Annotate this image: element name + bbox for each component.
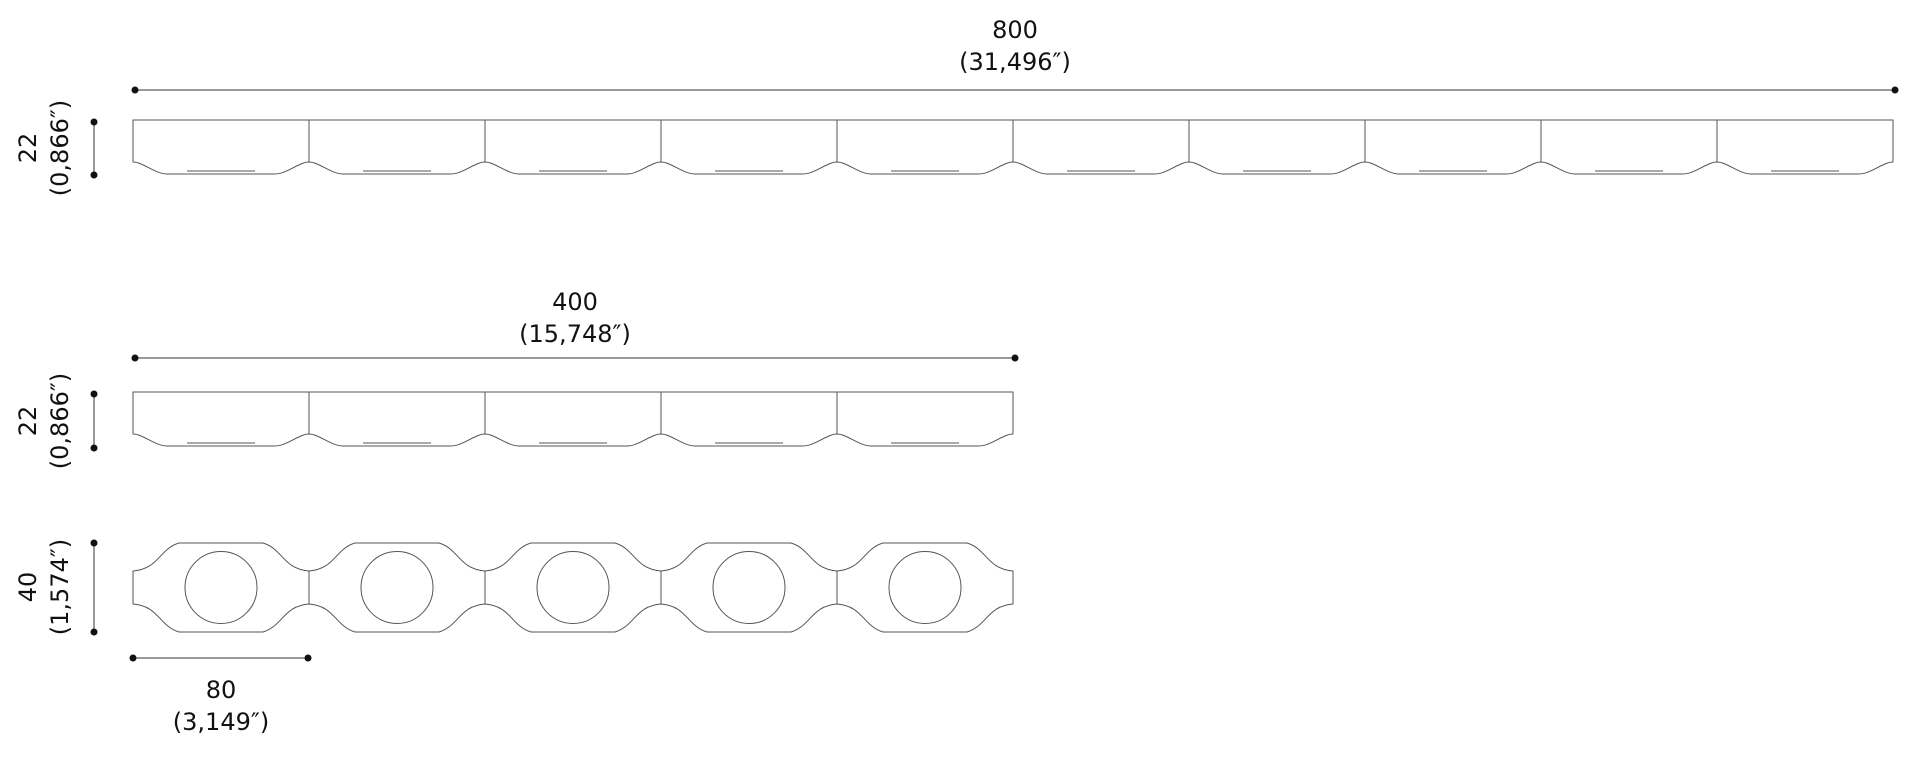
- dimension-end-dot: [304, 654, 312, 662]
- bottle-hole-circle: [360, 551, 434, 624]
- height-dimension-22-middle: 22 (0,866″): [14, 373, 98, 469]
- elevation-5-outline: [132, 391, 1014, 447]
- dimension-value: 800: [992, 16, 1038, 44]
- dimension-inches: (1,574″): [46, 539, 74, 635]
- dimension-end-dot: [90, 171, 98, 179]
- dimension-value: 22: [14, 406, 42, 437]
- module-width-dimension-80: 80 (3,149″): [129, 654, 312, 736]
- dimension-end-dot: [129, 654, 137, 662]
- bottle-hole-circle: [712, 551, 786, 624]
- elevation-10-modules: 800 (31,496″) 22 (0,866″): [14, 16, 1899, 196]
- dimension-value: 80: [206, 676, 237, 704]
- dimension-inches: (0,866″): [46, 100, 74, 196]
- length-dimension-400: 400 (15,748″): [131, 288, 1019, 362]
- dimension-end-dot: [90, 444, 98, 452]
- dimension-end-dot: [90, 390, 98, 398]
- bottle-hole-circle: [888, 551, 962, 624]
- plan-details: [184, 551, 962, 624]
- dimension-end-dot: [90, 539, 98, 547]
- dimension-end-dot: [1011, 354, 1019, 362]
- height-dimension-22-top: 22 (0,866″): [14, 100, 98, 196]
- dimension-inches: (3,149″): [173, 708, 269, 736]
- depth-dimension-40: 40 (1,574″): [14, 539, 98, 636]
- bottle-hole-circle: [184, 551, 258, 624]
- elevation-5-details: [187, 392, 959, 444]
- dimension-inches: (31,496″): [959, 48, 1071, 76]
- bottle-hole-circle: [536, 551, 610, 624]
- dimension-value: 40: [14, 572, 42, 603]
- elevation-10-details: [187, 120, 1839, 172]
- dimension-end-dot: [131, 86, 139, 94]
- dimension-inches: (15,748″): [519, 320, 631, 348]
- dimension-end-dot: [1891, 86, 1899, 94]
- dimension-value: 400: [552, 288, 598, 316]
- dimension-value: 22: [14, 133, 42, 164]
- elevation-10-outline: [132, 119, 1894, 175]
- dimension-inches: (0,866″): [46, 373, 74, 469]
- length-dimension-800: 800 (31,496″): [131, 16, 1899, 94]
- dimension-end-dot: [90, 628, 98, 636]
- plan-outline: [132, 542, 1014, 633]
- dimension-end-dot: [131, 354, 139, 362]
- plan-view-5-modules: 40 (1,574″) 80 (3,149″): [14, 539, 1014, 736]
- dimension-end-dot: [90, 118, 98, 126]
- elevation-5-modules: 400 (15,748″) 22 (0,866″): [14, 288, 1019, 469]
